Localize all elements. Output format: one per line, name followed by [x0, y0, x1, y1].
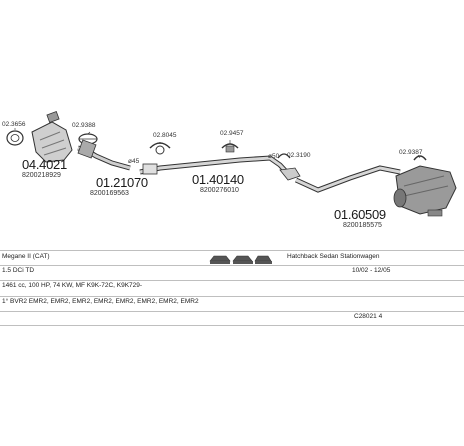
- model-label: Megane II (CAT): [2, 253, 50, 260]
- gasket-left: [6, 130, 24, 146]
- small-clamp-mid: [277, 153, 291, 159]
- car-body-icons: [209, 255, 272, 264]
- part-ref-label: 02.9457: [220, 130, 244, 137]
- part-ref-label: 02.3656: [2, 121, 26, 128]
- part-oem-label: 8200169563: [90, 190, 129, 197]
- info-divider: [0, 265, 464, 266]
- part-code-label: 01.60509: [334, 207, 386, 222]
- hanger-silencer: [413, 155, 427, 161]
- part-oem-label: 8200276010: [200, 187, 239, 194]
- leader-lines: [14, 128, 421, 159]
- gearbox-label: 1° BVR2 EMR2, EMR2, EMR2, EMR2, EMR2, EM…: [2, 298, 199, 305]
- part-oem-label: 8200185575: [343, 222, 382, 229]
- info-divider: [0, 296, 464, 297]
- info-divider: [0, 280, 464, 281]
- diameter-label: ø50: [268, 153, 280, 160]
- years-label: 10/02 - 12/05: [352, 267, 391, 274]
- info-divider: [0, 250, 464, 251]
- spec-label: 1461 cc, 100 HP, 74 KW, MF K9K-72C, K9K7…: [2, 282, 143, 289]
- part-code-label: 01.40140: [192, 172, 244, 187]
- rear-pipe: [294, 165, 401, 193]
- part-code-label: 04.4021: [22, 157, 67, 172]
- part-ref-label: 02.9388: [72, 122, 96, 129]
- engine-label: 1.5 DCi TD: [2, 267, 35, 274]
- part-ref-label: 02.9387: [399, 149, 423, 156]
- catalytic-converter: [31, 111, 73, 163]
- rear-silencer: [393, 165, 457, 217]
- hanger-right: [221, 143, 239, 153]
- part-code-label: 01.21070: [96, 175, 148, 190]
- info-divider: [0, 311, 464, 312]
- hanger-middle: [149, 142, 171, 155]
- part-ref-label: 02.3190: [287, 152, 311, 159]
- middle-pipe: [139, 155, 294, 180]
- diameter-label: ø45: [128, 158, 140, 165]
- front-pipe: [77, 139, 131, 171]
- part-oem-label: 8200218929: [22, 172, 61, 179]
- catalog-number: C28021 4: [354, 313, 383, 320]
- body-types-label: Hatchback Sedan Stationwagen: [287, 253, 380, 260]
- info-divider: [0, 325, 464, 326]
- part-ref-label: 02.8045: [153, 132, 177, 139]
- clamp-rear: [279, 167, 301, 181]
